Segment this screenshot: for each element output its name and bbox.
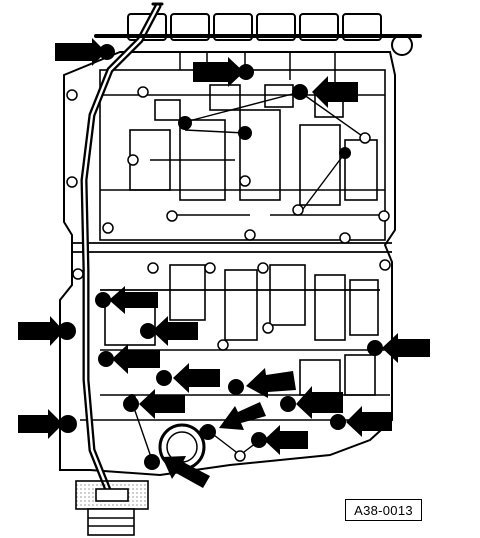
target-markers	[58, 44, 383, 470]
middle-rail	[72, 242, 392, 291]
arrow-callout	[219, 402, 266, 430]
arrow-callouts	[18, 38, 430, 488]
arrow-callout	[346, 406, 392, 437]
arrow-callout	[152, 316, 198, 346]
arrow-callout	[139, 389, 185, 419]
figure-reference-code: A38-0013	[345, 499, 422, 521]
arrow-callout	[55, 38, 106, 66]
harness-connector	[75, 480, 149, 536]
arrow-callout	[296, 386, 343, 419]
arrow-callout	[246, 368, 296, 398]
bolt-markers	[66, 86, 391, 462]
vertical-pipes	[179, 52, 336, 85]
arrow-callout	[162, 456, 210, 488]
housing-outline	[59, 51, 396, 477]
arrow-callout	[112, 344, 160, 374]
arrow-callout	[18, 409, 63, 439]
arrow-callout	[264, 425, 308, 455]
arrow-callout	[193, 57, 244, 87]
solenoid-connectors	[127, 13, 382, 41]
arrow-callout	[173, 363, 220, 393]
arrow-callout	[382, 333, 430, 363]
arrow-callout	[109, 286, 158, 314]
arrow-callout	[18, 316, 64, 346]
wiring-harness	[80, 2, 422, 494]
lower-valve-bores	[80, 264, 390, 421]
arrow-callout	[312, 76, 358, 108]
